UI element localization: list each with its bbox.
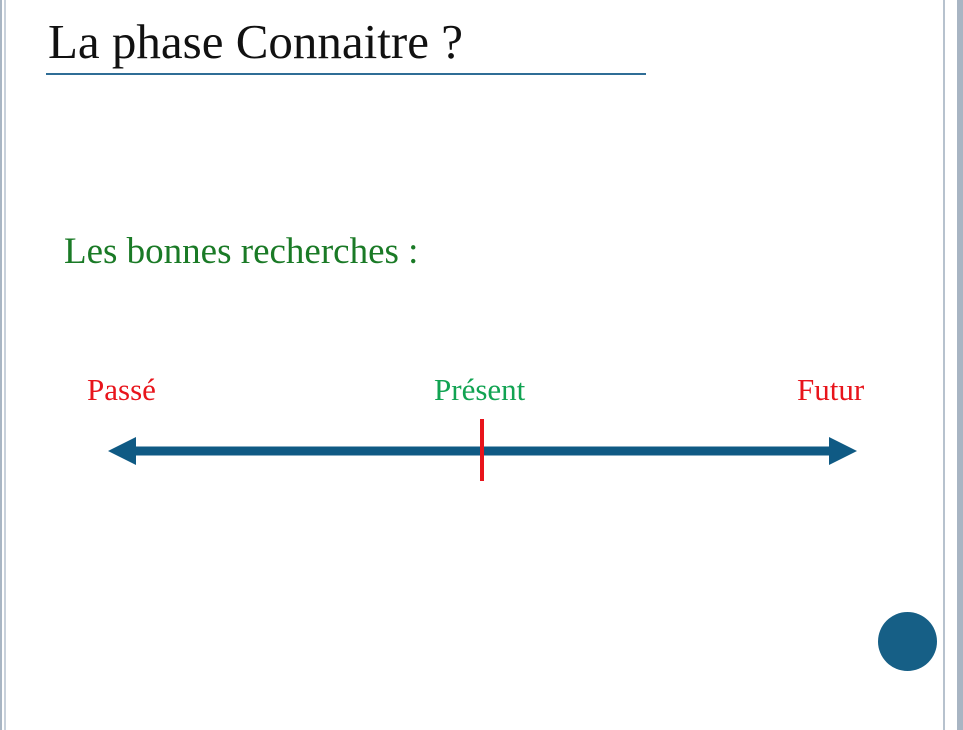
title-underline [46, 73, 646, 75]
timeline-arrow-head-left [108, 437, 136, 465]
timeline-arrow-head-right [829, 437, 857, 465]
timeline-label-future: Futur [797, 372, 865, 407]
timeline-label-present: Présent [434, 372, 526, 407]
slide-title: La phase Connaitre ? [48, 14, 463, 69]
slide-border-left [0, 0, 8, 730]
timeline-label-past: Passé [87, 372, 156, 407]
circle-icon[interactable] [878, 612, 937, 671]
slide-subtitle: Les bonnes recherches : [64, 231, 419, 272]
slide-border-right [941, 0, 963, 730]
